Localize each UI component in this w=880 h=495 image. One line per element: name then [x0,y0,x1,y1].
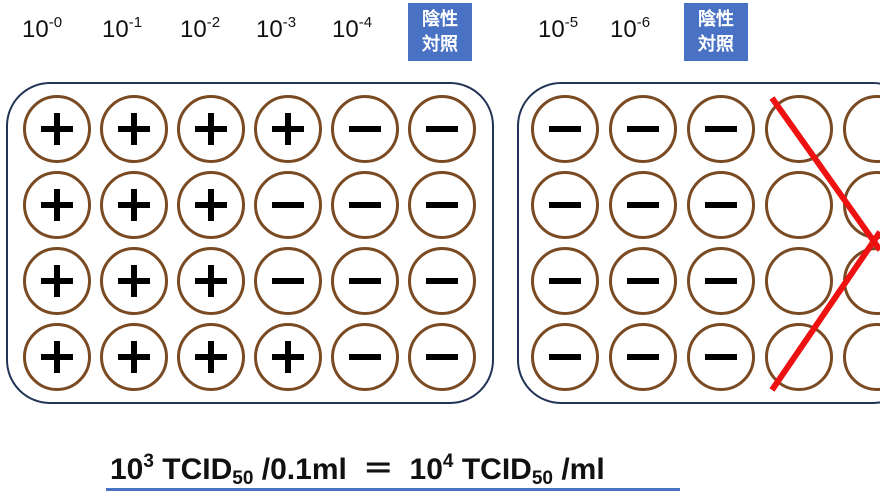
dilution-label-4: 10-4 [332,14,373,43]
left-well-r2-c6 [408,171,476,239]
right-well-r2-c2 [609,171,677,239]
left-well-r1-c1 [23,95,91,163]
right-well-r3-c1 [531,247,599,315]
titer-formula: 103 TCID50 /0.1ml ＝ 104 TCID50 /ml [110,451,605,489]
right-well-r1-c2 [609,95,677,163]
left-well-r1-c4 [254,95,322,163]
right-well-r2-c1 [531,171,599,239]
right-well-r1-c5 [843,95,880,163]
left-well-r4-c3 [177,323,245,391]
negative-control-badge-right: 陰性 対照 [684,3,748,61]
left-well-r3-c2 [100,247,168,315]
left-well-r2-c1 [23,171,91,239]
left-well-r2-c4 [254,171,322,239]
left-well-r4-c4 [254,323,322,391]
right-well-r1-c4 [765,95,833,163]
right-well-r1-c3 [687,95,755,163]
right-well-r2-c5 [843,171,880,239]
right-well-r4-c5 [843,323,880,391]
left-well-r4-c5 [331,323,399,391]
negative-control-badge-left: 陰性 対照 [408,3,472,61]
left-well-r1-c6 [408,95,476,163]
left-well-r3-c3 [177,247,245,315]
dilution-label-3: 10-3 [256,14,297,43]
left-well-r3-c6 [408,247,476,315]
right-well-r3-c4 [765,247,833,315]
left-well-r2-c3 [177,171,245,239]
dilution-label-5: 10-5 [538,14,579,43]
left-well-r2-c5 [331,171,399,239]
formula-underline [106,488,680,491]
dilution-label-6: 10-6 [610,14,651,43]
left-well-r3-c5 [331,247,399,315]
left-well-r3-c1 [23,247,91,315]
dilution-label-1: 10-1 [102,14,143,43]
right-well-r3-c3 [687,247,755,315]
right-well-r4-c2 [609,323,677,391]
left-well-r2-c2 [100,171,168,239]
right-well-r4-c3 [687,323,755,391]
right-well-r2-c3 [687,171,755,239]
left-well-r3-c4 [254,247,322,315]
dilution-label-2: 10-2 [180,14,221,43]
left-well-r4-c1 [23,323,91,391]
left-well-r1-c3 [177,95,245,163]
right-well-r3-c5 [843,247,880,315]
dilution-label-0: 10-0 [22,14,63,43]
right-well-r3-c2 [609,247,677,315]
left-well-r4-c2 [100,323,168,391]
left-well-r4-c6 [408,323,476,391]
left-well-r1-c5 [331,95,399,163]
left-well-r1-c2 [100,95,168,163]
right-well-r4-c1 [531,323,599,391]
right-plate [517,82,880,404]
right-well-r2-c4 [765,171,833,239]
right-well-r1-c1 [531,95,599,163]
right-well-r4-c4 [765,323,833,391]
left-plate [6,82,494,404]
